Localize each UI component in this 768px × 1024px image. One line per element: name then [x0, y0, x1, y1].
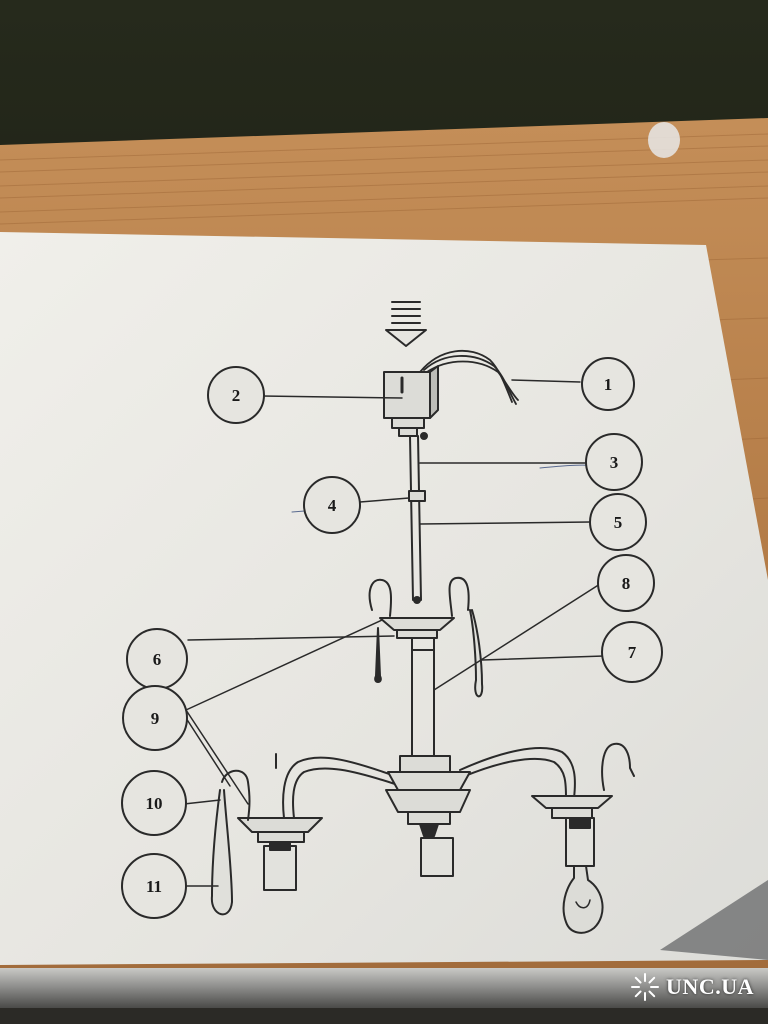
supply-wires [419, 349, 519, 405]
upper-hook-right [448, 576, 470, 617]
leader-lines [183, 379, 605, 887]
rail-base [0, 1008, 768, 1024]
down-arrow-icon [385, 301, 427, 347]
callout-circle-2 [207, 366, 265, 424]
callout-circle-3 [585, 433, 643, 491]
callout-number: 4 [328, 496, 337, 515]
upper-pendant-left [374, 627, 382, 683]
left-socket-top [269, 841, 291, 851]
callout-number: 11 [146, 877, 162, 896]
right-cup [531, 795, 613, 819]
upper-pendant-right [469, 609, 484, 698]
rod-coupling [408, 490, 426, 502]
arm-left [282, 756, 396, 819]
sunburst-icon [631, 973, 660, 1001]
callout-number: 3 [610, 453, 619, 472]
callout-number: 10 [146, 794, 163, 813]
callout-number: 6 [153, 650, 162, 669]
suspension-rod [409, 435, 422, 604]
callout-number: 9 [151, 709, 160, 728]
callout-circle-10 [121, 770, 187, 836]
callout-number: 2 [232, 386, 241, 405]
callout-circle-8 [597, 554, 655, 612]
upper-cup [379, 617, 455, 639]
arm-right [459, 747, 576, 799]
callout-circle-4 [303, 476, 361, 534]
callout-number: 8 [622, 574, 631, 593]
chandelier-diagram [121, 301, 663, 934]
lower-pendant-left [210, 789, 233, 916]
callout-circle-11 [121, 853, 187, 919]
bulb-filament [575, 899, 591, 909]
watermark-text: UNC.UA [666, 974, 754, 999]
watermark: UNC.UA [630, 972, 754, 1002]
callout-circle-9 [122, 685, 188, 751]
paper-shadow [660, 880, 768, 960]
callout-number: 1 [604, 375, 613, 394]
arm-right-inner [459, 757, 567, 799]
callout-number: 7 [628, 643, 637, 662]
upper-hook-left [368, 578, 392, 617]
right-socket-top [569, 817, 591, 829]
callout-circle-5 [589, 493, 647, 551]
callout-number: 5 [614, 513, 623, 532]
callout-labels: 1 2 3 4 5 6 7 8 9 10 11 [146, 375, 637, 896]
paper-sheet [0, 232, 768, 965]
lower-hook-left [221, 769, 251, 821]
tape-spot [648, 122, 680, 158]
left-socket [263, 845, 297, 891]
lower-hook-right [601, 742, 635, 791]
left-cup [237, 817, 323, 843]
central-column [411, 637, 435, 757]
center-hub [385, 755, 471, 837]
callout-circles [121, 357, 663, 919]
light-bulb-icon [562, 865, 604, 934]
chrome-rail [0, 968, 768, 1008]
callout-circle-1 [581, 357, 635, 411]
callout-circle-7 [601, 621, 663, 683]
ceiling-box [383, 365, 439, 440]
arm-left-inner [292, 767, 396, 819]
center-socket [420, 837, 454, 877]
